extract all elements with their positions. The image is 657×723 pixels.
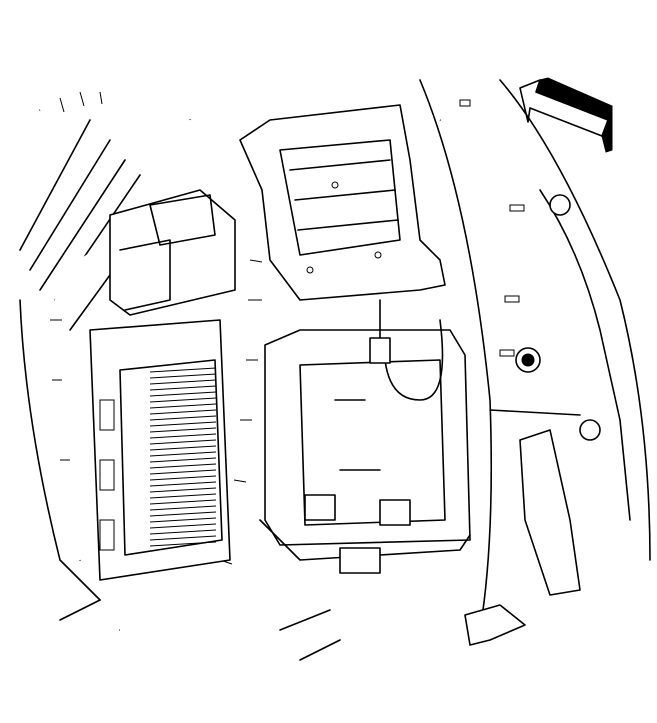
heat-sink-fin [149,487,217,493]
heat-sink-fin [149,505,217,511]
heat-sink-fin [149,499,217,505]
heat-sink-fin [149,385,217,391]
heat-sink-fin [149,367,217,373]
heat-sink-fin [149,469,217,475]
mounting-bracket [239,104,446,301]
heat-sink-fin [149,457,217,463]
connector [369,299,444,401]
direction-arrow-icon [519,77,613,153]
heat-sink-fin [149,409,217,415]
heat-sink-fin [149,481,217,487]
heat-sink-fin [149,403,217,409]
floor-bracket [59,599,526,661]
heat-sink-fin [149,445,217,451]
heat-sink-fin [149,373,217,379]
heat-sink-fin [149,475,217,481]
heat-sink-fin [149,529,217,535]
heat-sink-fin [149,391,217,397]
heat-sink-fin [149,535,217,541]
control-module-lower [89,319,231,581]
heat-sink-fin [149,463,217,469]
heat-sink-fin [149,439,217,445]
heat-sink-fin [149,517,217,523]
heat-sink-fin [149,379,217,385]
heat-sink-fin [149,397,217,403]
heat-sink-fin [149,451,217,457]
heat-sink-fin [149,493,217,499]
heat-sink-fin [149,511,217,517]
body-panel-right [419,79,651,631]
control-module-upper [109,189,236,316]
pillar-trim [19,119,151,601]
heat-sink-fin [149,415,217,421]
heat-sink-fin [149,421,217,427]
heat-sink-fin [149,433,217,439]
heat-sink-fin [149,523,217,529]
heat-sink-fin [149,541,217,547]
heat-sink-fin [149,427,217,433]
electronic-control-module [259,329,471,574]
